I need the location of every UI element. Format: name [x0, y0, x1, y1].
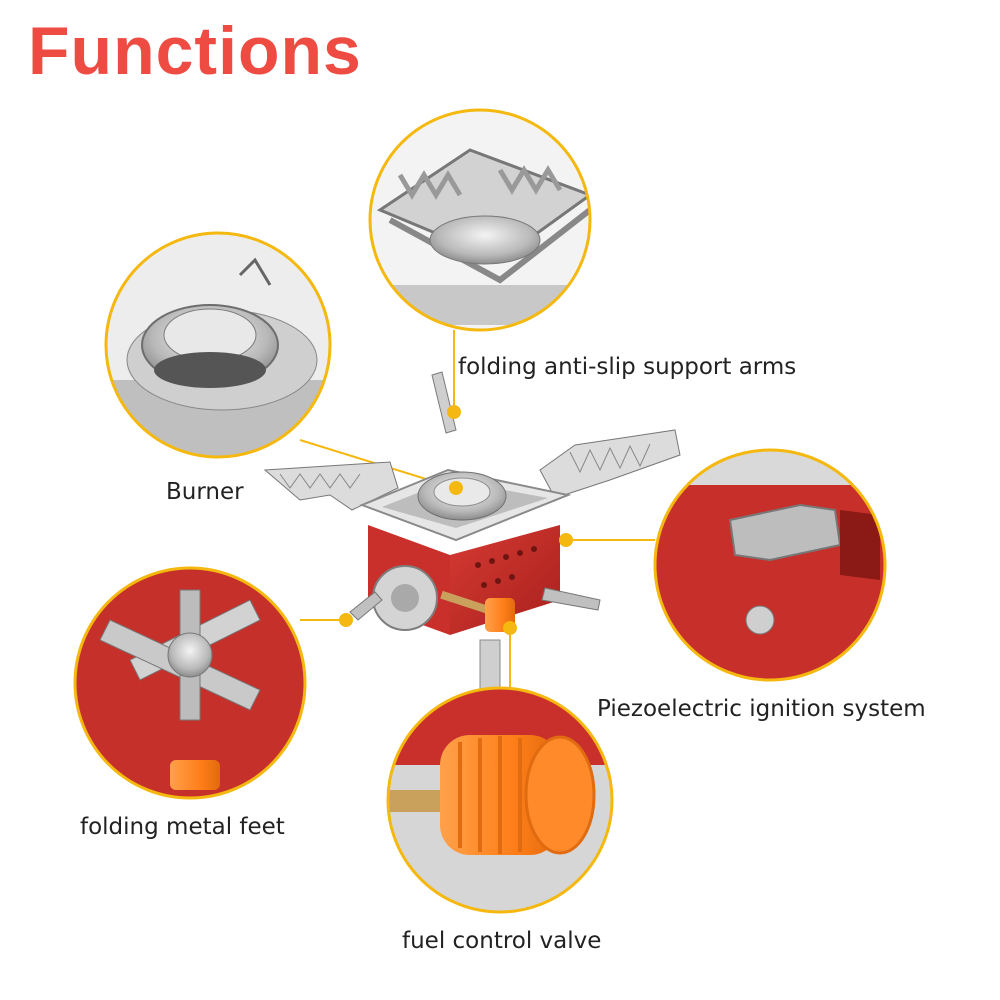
support-arms-closeup — [368, 108, 592, 332]
label-support-arms: folding anti-slip support arms — [458, 354, 797, 380]
page-title: Functions — [28, 13, 362, 89]
burner-closeup — [104, 231, 332, 459]
label-feet: folding metal feet — [80, 814, 285, 840]
label-burner: Burner — [166, 479, 244, 505]
orange-valve-knob-closeup — [386, 686, 614, 914]
ignition-button-closeup — [653, 448, 887, 682]
stove-main-product — [263, 371, 681, 691]
label-ignition: Piezoelectric ignition system — [597, 696, 926, 722]
label-valve: fuel control valve — [402, 928, 602, 954]
folding-feet-closeup — [73, 566, 307, 800]
